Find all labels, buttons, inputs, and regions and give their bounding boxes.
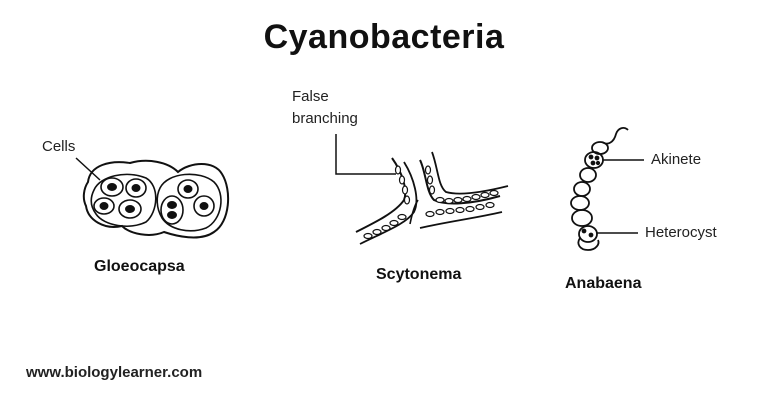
gloeocapsa-right-sheath: [156, 173, 222, 232]
gloeocapsa-cell: [118, 199, 142, 219]
gloeocapsa-cell: [177, 179, 199, 199]
website-url: www.biologylearner.com: [26, 364, 203, 381]
anabaena-cell: [570, 195, 590, 211]
anabaena-akinete: [584, 151, 604, 169]
false-branching-label-line1: False: [292, 88, 329, 105]
gloeocapsa-cell: [100, 177, 124, 197]
false-branching-pointer-line: [335, 134, 396, 175]
gloeocapsa-name: Gloeocapsa: [94, 258, 185, 275]
false-branching-label-line2: branching: [292, 110, 358, 127]
gloeocapsa-cell: [193, 195, 215, 217]
scytonema-name: Scytonema: [376, 266, 462, 283]
page-title: Cyanobacteria: [263, 18, 505, 56]
gloeocapsa-cell: [160, 195, 184, 225]
anabaena-drawing: [570, 127, 629, 251]
gloeocapsa-outer-sheath: [82, 159, 230, 239]
akinete-label: Akinete: [651, 151, 702, 168]
heterocyst-label: Heterocyst: [645, 224, 717, 241]
anabaena-name: Anabaena: [565, 275, 642, 292]
anabaena-heterocyst: [578, 225, 598, 243]
anabaena-cell: [571, 209, 593, 227]
scytonema-right-branch-inner: [431, 151, 509, 195]
gloeocapsa-cell: [93, 197, 115, 215]
gloeocapsa-cell: [125, 178, 147, 198]
scytonema-cells: [363, 165, 499, 240]
anabaena-cell: [573, 181, 591, 197]
scytonema-right-branch-outer: [419, 159, 501, 205]
scytonema-bottom-sheath: [419, 211, 503, 229]
gloeocapsa-left-sheath: [90, 173, 157, 227]
anabaena-cell: [579, 167, 597, 183]
cells-label: Cells: [42, 138, 76, 155]
gloeocapsa-drawing: [82, 159, 230, 239]
cells-pointer-line: [75, 157, 101, 181]
